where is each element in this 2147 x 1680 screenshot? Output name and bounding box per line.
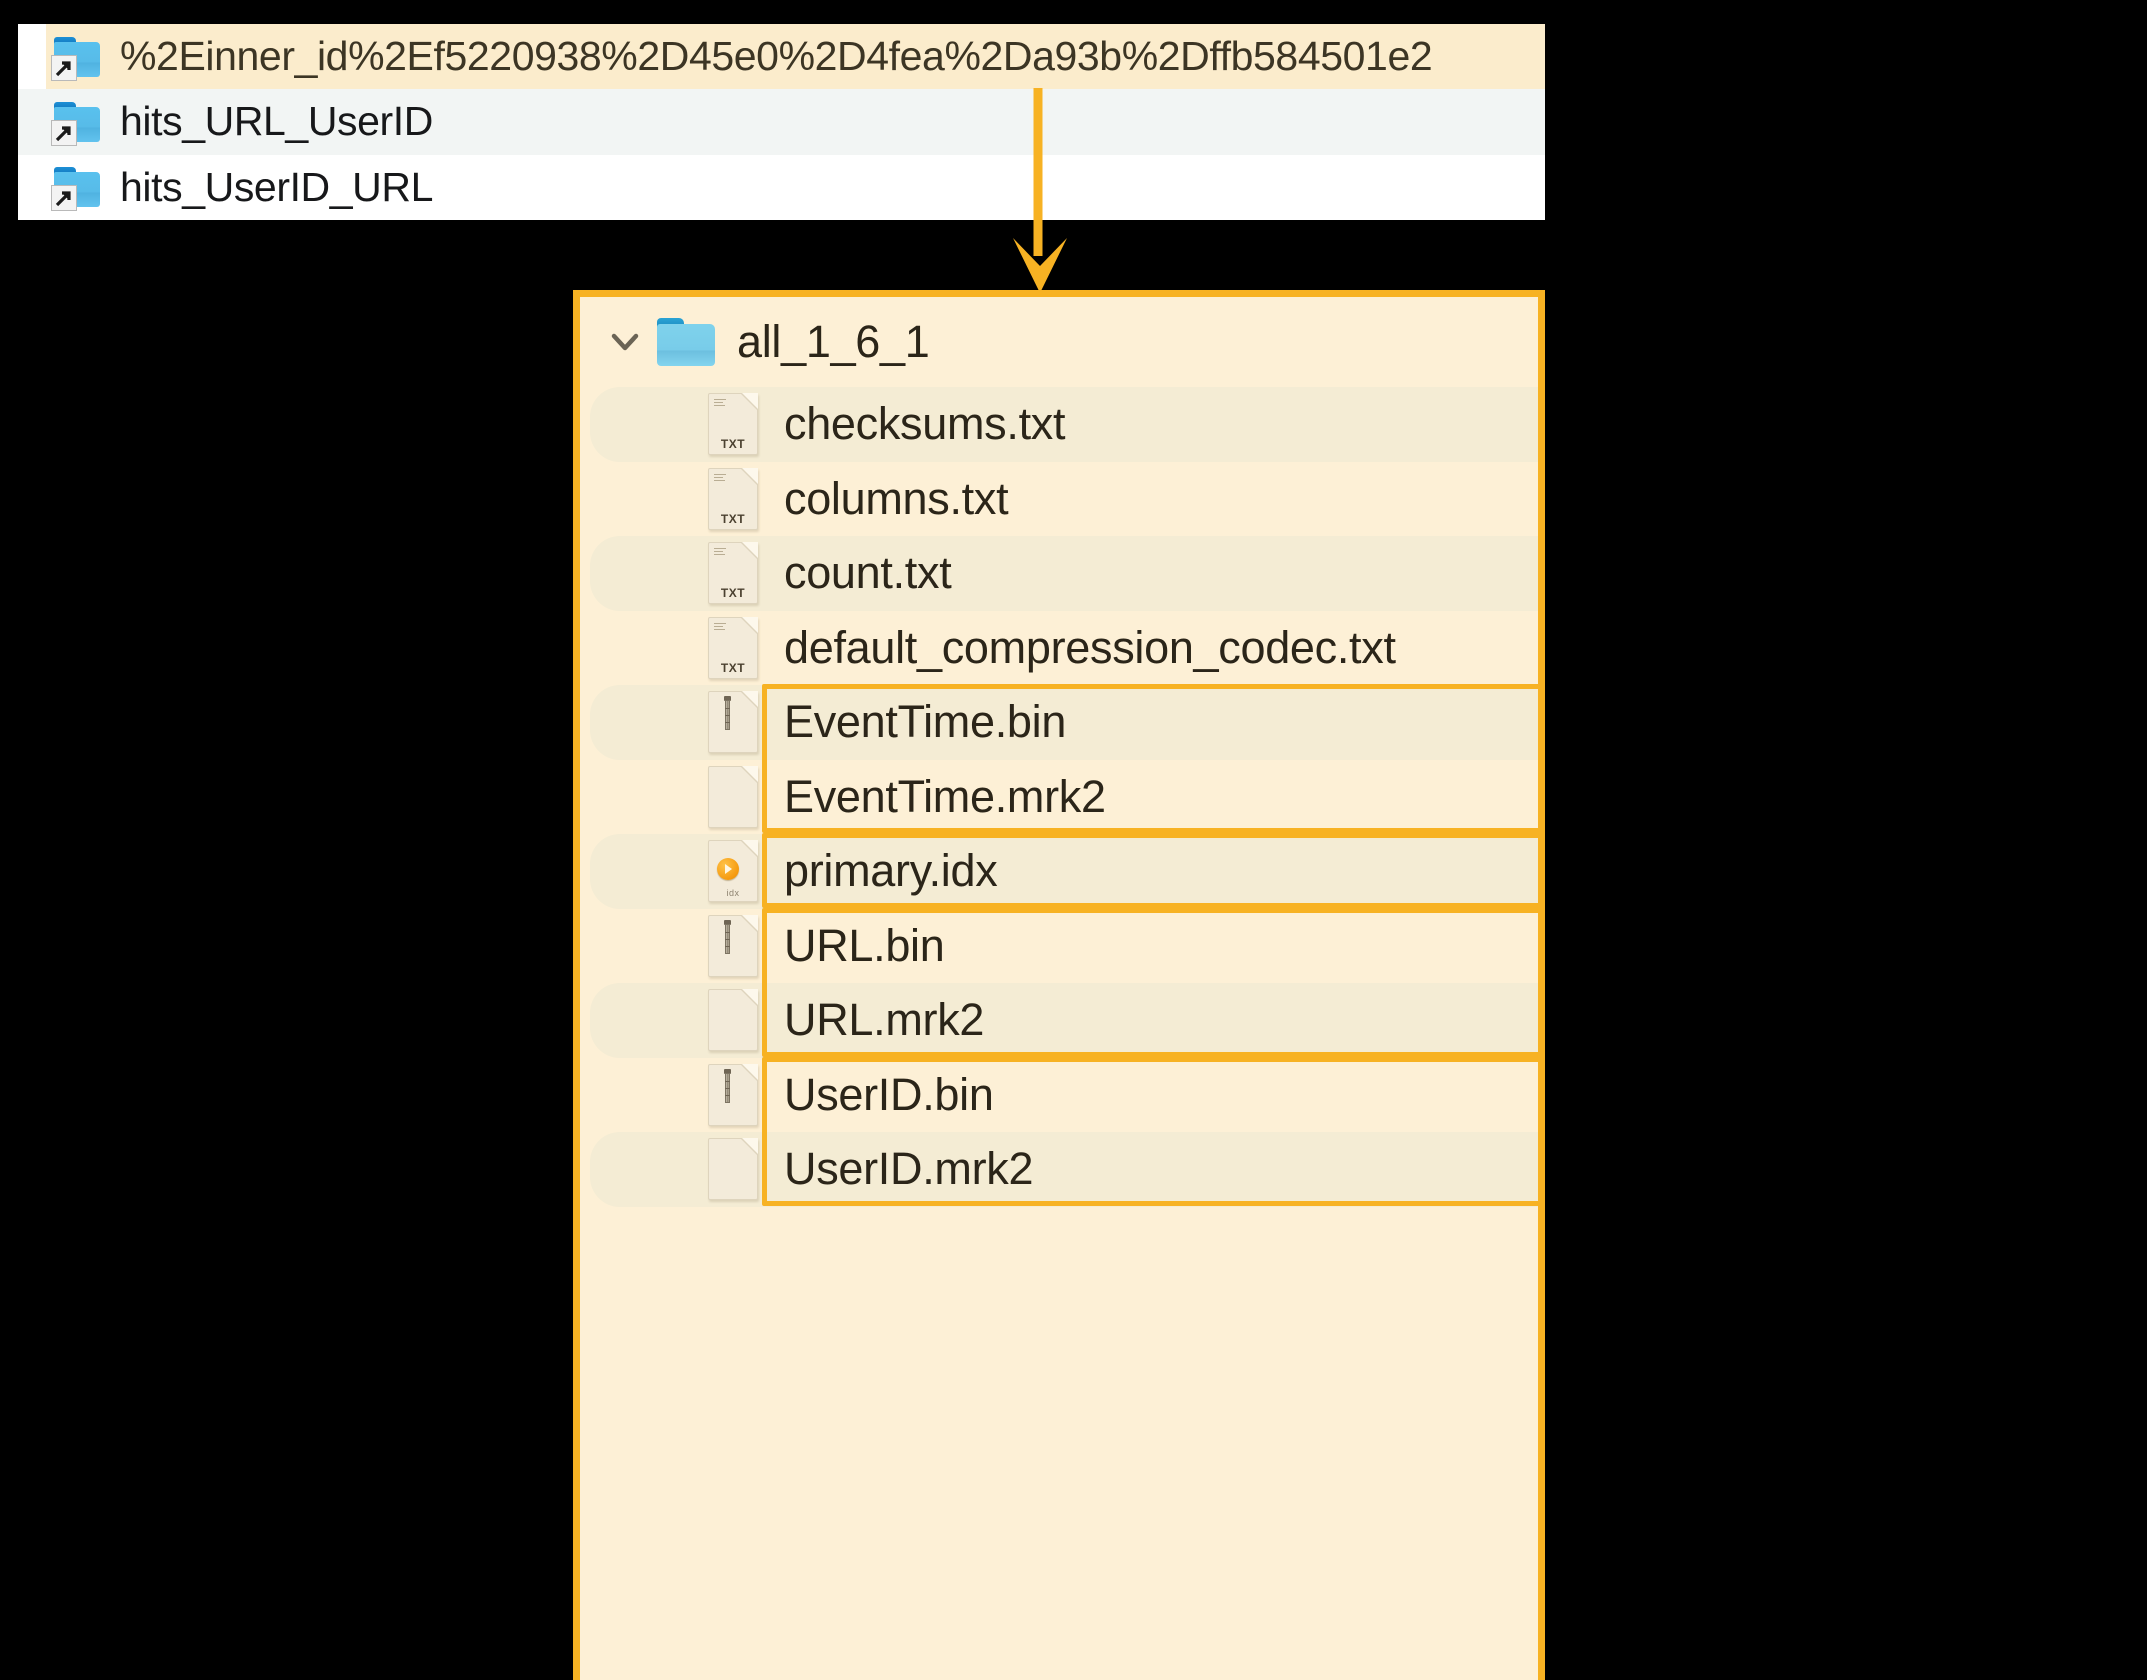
- symlink-badge-icon: [51, 185, 77, 212]
- folder-list-panel: %2Einner_id%2Ef5220938%2D45e0%2D4fea%2Da…: [18, 24, 1545, 220]
- bin-file-icon: [708, 691, 758, 754]
- folder-name-label: hits_URL_UserID: [120, 98, 433, 145]
- blank-file-icon: [708, 989, 758, 1052]
- folder-symlink-icon: [51, 167, 100, 212]
- list-item[interactable]: TXT checksums.txt: [580, 387, 1538, 462]
- blank-file-icon: [708, 1138, 758, 1201]
- list-item[interactable]: TXT default_compression_codec.txt: [580, 611, 1538, 686]
- txt-file-icon: TXT: [708, 616, 758, 679]
- list-item[interactable]: UserID.mrk2: [580, 1132, 1538, 1207]
- file-ext-label: idx: [726, 888, 740, 899]
- folder-name-label: hits_UserID_URL: [120, 163, 433, 210]
- txt-file-icon: TXT: [708, 393, 758, 456]
- down-arrow-icon: [1005, 88, 1085, 303]
- list-item[interactable]: URL.mrk2: [580, 983, 1538, 1058]
- symlink-badge-icon: [51, 119, 77, 146]
- folder-symlink-icon: [51, 101, 100, 146]
- file-name-label: checksums.txt: [784, 398, 1066, 450]
- bin-file-icon: [708, 914, 758, 977]
- folder-name-label: %2Einner_id%2Ef5220938%2D45e0%2D4fea%2Da…: [120, 33, 1433, 80]
- tree-root-row[interactable]: all_1_6_1: [580, 297, 1538, 387]
- blank-file-icon: [708, 765, 758, 828]
- idx-file-icon: idx: [708, 840, 758, 903]
- folder-symlink-icon: [51, 36, 100, 81]
- txt-file-icon: TXT: [708, 542, 758, 605]
- file-name-label: default_compression_codec.txt: [784, 621, 1396, 673]
- chevron-down-icon[interactable]: [605, 322, 645, 362]
- file-name-label: UserID.mrk2: [784, 1143, 1034, 1195]
- file-name-label: count.txt: [784, 547, 952, 599]
- folder-name-label: all_1_6_1: [737, 316, 930, 367]
- file-name-label: UserID.bin: [784, 1068, 994, 1120]
- file-name-label: URL.bin: [784, 919, 945, 971]
- file-ext-label: TXT: [720, 511, 746, 526]
- list-item[interactable]: URL.bin: [580, 909, 1538, 984]
- file-ext-label: TXT: [720, 660, 746, 675]
- file-ext-label: TXT: [720, 437, 746, 452]
- list-item[interactable]: TXT count.txt: [580, 536, 1538, 611]
- folder-icon: [657, 318, 715, 366]
- list-item[interactable]: idx primary.idx: [580, 834, 1538, 909]
- symlink-badge-icon: [51, 54, 77, 81]
- list-item[interactable]: hits_UserID_URL: [18, 154, 1545, 220]
- list-item[interactable]: EventTime.mrk2: [580, 760, 1538, 835]
- part-directory-tree-panel: all_1_6_1 TXT checksums.txt TXT columns.…: [573, 290, 1545, 1680]
- list-item[interactable]: %2Einner_id%2Ef5220938%2D45e0%2D4fea%2Da…: [18, 24, 1545, 90]
- file-name-label: EventTime.mrk2: [784, 770, 1106, 822]
- file-name-label: columns.txt: [784, 472, 1009, 524]
- list-item[interactable]: TXT columns.txt: [580, 462, 1538, 537]
- file-ext-label: TXT: [720, 586, 746, 601]
- txt-file-icon: TXT: [708, 467, 758, 530]
- list-item[interactable]: UserID.bin: [580, 1058, 1538, 1133]
- file-name-label: URL.mrk2: [784, 994, 985, 1046]
- list-item[interactable]: hits_URL_UserID: [18, 89, 1545, 155]
- bin-file-icon: [708, 1063, 758, 1126]
- file-name-label: primary.idx: [784, 845, 998, 897]
- row-highlight: [46, 24, 1545, 90]
- file-name-label: EventTime.bin: [784, 696, 1067, 748]
- list-item[interactable]: EventTime.bin: [580, 685, 1538, 760]
